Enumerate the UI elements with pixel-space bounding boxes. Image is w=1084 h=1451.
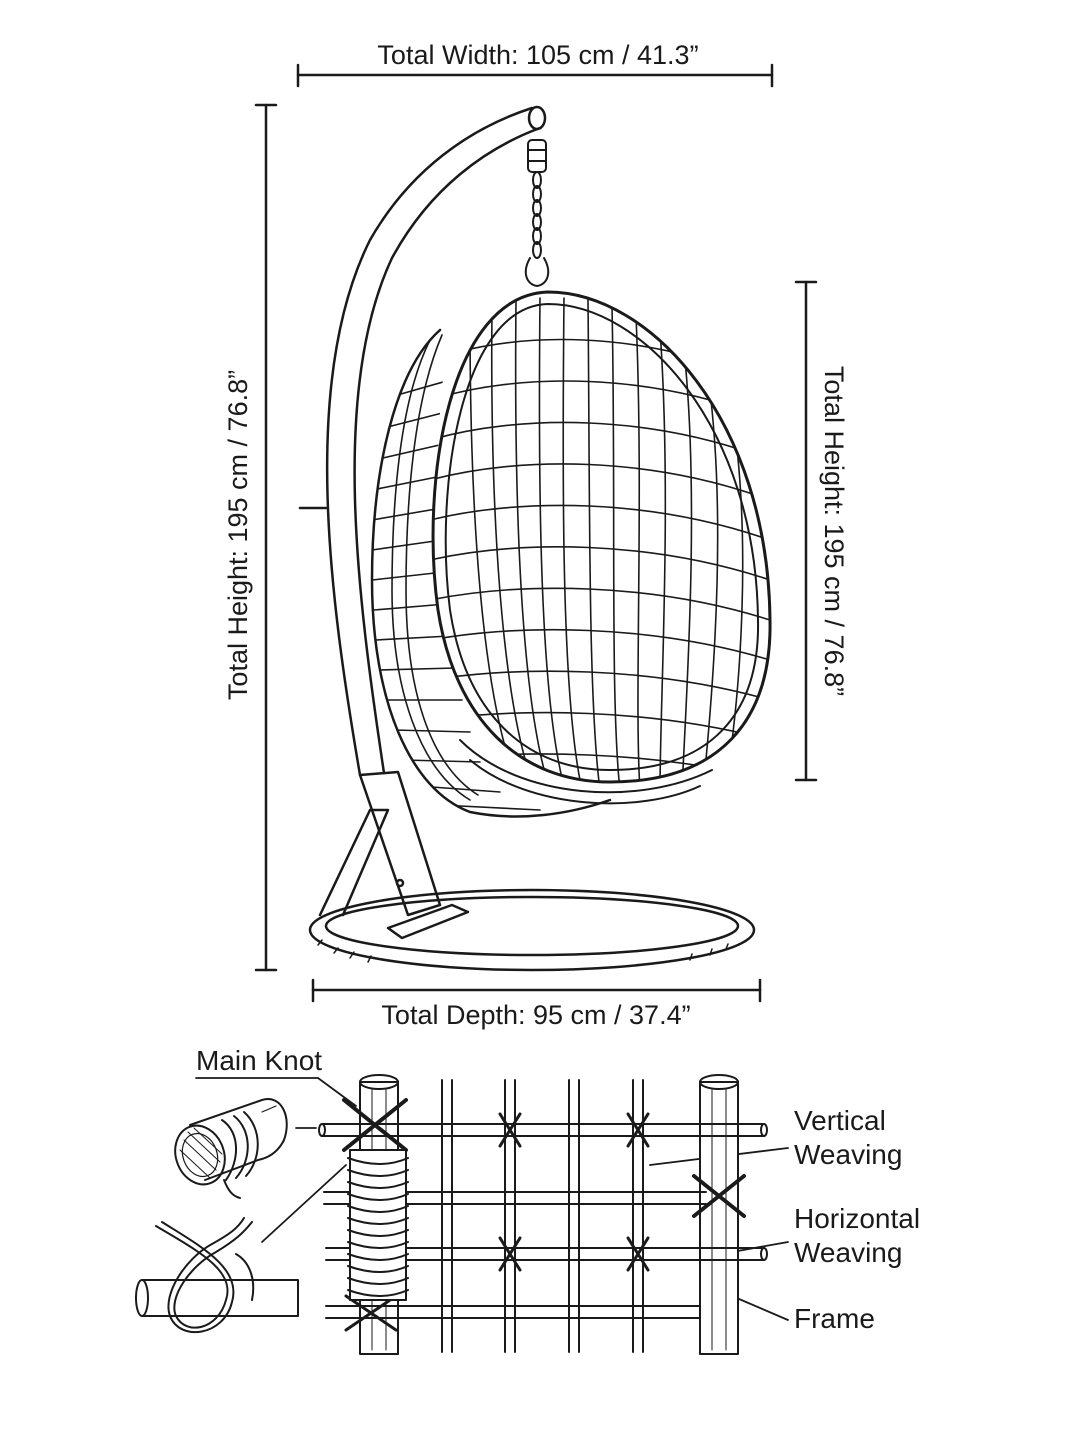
egg-chair-seat	[431, 290, 772, 805]
wrapped-binding	[347, 1149, 409, 1301]
left-height-dimension-line	[254, 103, 278, 972]
stand-support	[318, 770, 470, 940]
total-depth-label: Total Depth: 95 cm / 37.4”	[381, 1000, 690, 1030]
chair-back-shell	[370, 328, 612, 818]
base-ring	[308, 888, 756, 972]
main-knot-label: Main Knot	[196, 1045, 322, 1076]
right-height-dimension-line	[794, 280, 818, 782]
frame-label: Frame	[794, 1303, 875, 1334]
knot-loop-diagram	[135, 1217, 299, 1333]
horizontal-weaving-label-line1: Horizontal	[794, 1203, 920, 1234]
depth-dimension-line	[311, 978, 762, 1003]
vertical-weaving-label-line1: Vertical	[794, 1105, 886, 1136]
width-dimension-line	[296, 63, 774, 88]
knot-closeup-rod	[174, 1098, 288, 1199]
total-width-label: Total Width: 105 cm / 41.3”	[377, 40, 698, 70]
horizontal-weaving-label-line2: Weaving	[794, 1237, 902, 1268]
hanging-chain	[524, 139, 550, 287]
stand-pole	[298, 105, 547, 777]
vertical-weaving-label-line2: Weaving	[794, 1139, 902, 1170]
total-height-right-label: Total Height: 195 cm / 76.8”	[819, 366, 849, 696]
total-height-left-label: Total Height: 195 cm / 76.8”	[223, 370, 253, 700]
